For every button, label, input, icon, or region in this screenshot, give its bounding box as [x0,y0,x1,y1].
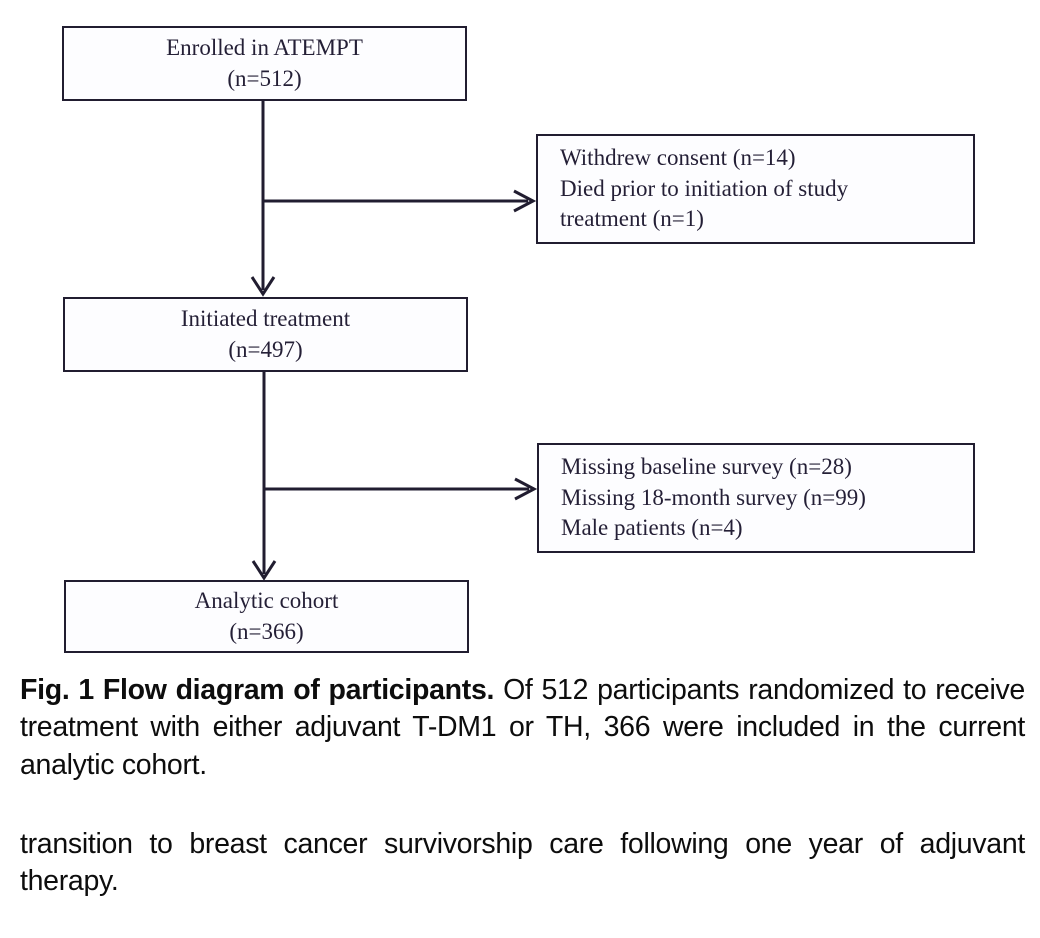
node-missing-line-2: Missing 18-month survey (n=99) [561,484,866,510]
node-analytic-cohort: Analytic cohort (n=366) [64,580,469,653]
node-withdrew-line-3: treatment (n=1) [560,206,704,232]
figure-caption: Fig. 1 Flow diagram of participants. Of … [20,672,1025,784]
node-initiated-line-1: Initiated treatment [180,305,351,331]
node-initiated-treatment: Initiated treatment (n=497) [63,297,468,372]
arrowhead-right-2 [514,477,538,501]
node-enrolled-line-1: Enrolled in ATEMPT [166,34,363,60]
node-missing-exclusions: Missing baseline survey (n=28) Missing 1… [537,443,975,553]
node-enrolled-line-2: (n=512) [227,65,302,91]
node-withdrew-line-1: Withdrew consent (n=14) [560,144,796,170]
arrowhead-down-1 [250,276,276,297]
node-analytic-line-1: Analytic cohort [194,587,339,613]
node-withdrew-exclusions: Withdrew consent (n=14) Died prior to in… [536,134,975,244]
node-enrolled-in-atempt: Enrolled in ATEMPT (n=512) [62,26,467,101]
node-initiated-line-2: (n=497) [228,336,303,362]
flow-diagram-area: Enrolled in ATEMPT (n=512) Withdrew cons… [62,26,975,653]
node-analytic-line-2: (n=366) [229,618,304,644]
caption-rest-text: Of 512 participants randomized to receiv… [20,674,1025,781]
caption-paragraph: Fig. 1 Flow diagram of participants. Of … [20,672,1025,784]
node-missing-line-1: Missing baseline survey (n=28) [561,453,852,479]
body-paragraph: transition to breast cancer survivorship… [20,826,1025,901]
arrowhead-down-2 [251,560,277,581]
caption-bold-title: Fig. 1 Flow diagram of participants. [20,674,495,706]
node-missing-line-3: Male patients (n=4) [561,515,743,541]
node-withdrew-line-2: Died prior to initiation of study [560,175,849,201]
arrowhead-right-1 [513,189,537,213]
body-paragraph-text: transition to breast cancer survivorship… [20,828,1025,898]
